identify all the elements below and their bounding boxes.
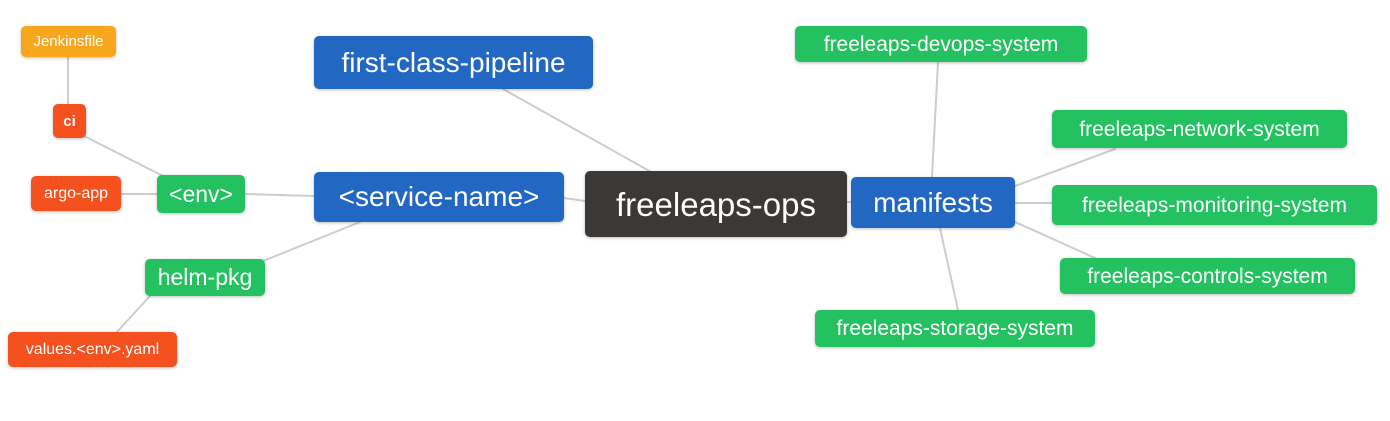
node-freeleaps-devops-system[interactable]: freeleaps-devops-system — [795, 26, 1087, 62]
edge-helmpkg-servicename — [262, 221, 361, 262]
node-service-name[interactable]: <service-name> — [314, 172, 564, 222]
node-freeleaps-controls-system[interactable]: freeleaps-controls-system — [1060, 258, 1355, 294]
edge-manifests-network — [1014, 148, 1116, 187]
node-helm-pkg[interactable]: helm-pkg — [145, 259, 265, 296]
node-values-env-yaml[interactable]: values.<env>.yaml — [8, 332, 177, 367]
edge-servicename-root — [563, 197, 586, 202]
edge-env-servicename — [244, 193, 315, 197]
node-manifests[interactable]: manifests — [851, 177, 1015, 228]
edge-ci-env — [83, 135, 164, 177]
node-freeleaps-monitoring-system[interactable]: freeleaps-monitoring-system — [1052, 185, 1377, 225]
edge-manifests-storage — [939, 227, 959, 311]
node-ci[interactable]: ci — [53, 104, 86, 138]
node-first-class-pipeline[interactable]: first-class-pipeline — [314, 36, 593, 89]
node-freeleaps-storage-system[interactable]: freeleaps-storage-system — [815, 310, 1095, 347]
node-argo-app[interactable]: argo-app — [31, 176, 121, 211]
edge-manifests-controls — [1012, 220, 1096, 259]
node-jenkinsfile[interactable]: Jenkinsfile — [21, 26, 116, 57]
edge-manifests-devops — [931, 61, 939, 178]
node-freeleaps-ops-root[interactable]: freeleaps-ops — [585, 171, 847, 237]
edge-pipeline-root — [502, 88, 654, 174]
node-env[interactable]: <env> — [157, 175, 245, 213]
edge-values-helmpkg — [115, 295, 151, 334]
node-freeleaps-network-system[interactable]: freeleaps-network-system — [1052, 110, 1347, 148]
